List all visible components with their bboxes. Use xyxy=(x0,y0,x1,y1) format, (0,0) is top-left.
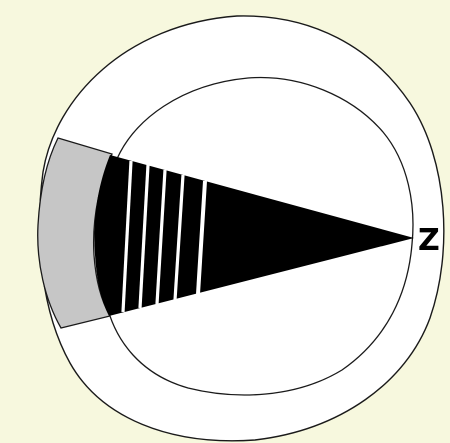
apex-label: Z xyxy=(418,223,440,258)
